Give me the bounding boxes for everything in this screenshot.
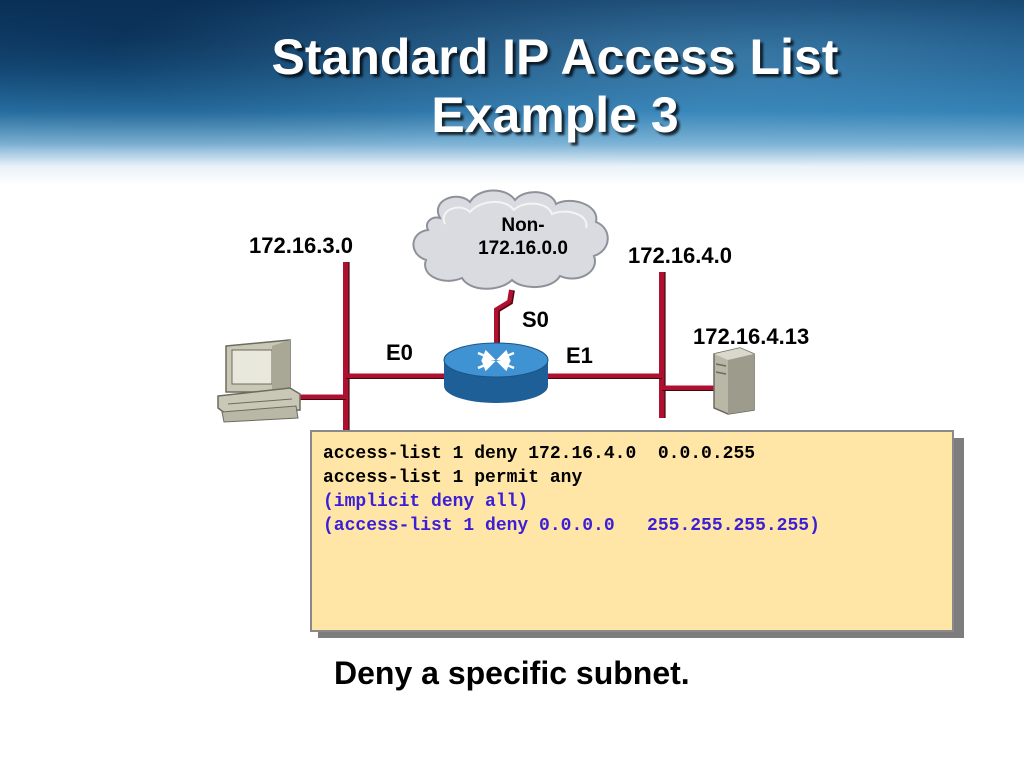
slide-title: Standard IP Access List Example 3 (0, 28, 1024, 144)
acl-config-box: access-list 1 deny 172.16.4.0 0.0.0.255 … (310, 430, 954, 632)
e1-interface-label: E1 (566, 343, 593, 368)
left-network-segment (343, 262, 350, 432)
title-banner (0, 0, 1024, 185)
left-network-label: 172.16.3.0 (249, 233, 353, 258)
slide-caption: Deny a specific subnet. (334, 655, 690, 691)
link-e0 (346, 373, 446, 379)
cloud-label-line-1: Non- (501, 215, 545, 236)
link-server (662, 385, 716, 391)
workstation-icon (217, 339, 301, 423)
acl-note: (access-list 1 deny 0.0.0.0 255.255.255.… (323, 516, 820, 536)
cloud-icon (412, 189, 609, 290)
acl-note: (implicit deny all) (323, 492, 529, 512)
router-icon (443, 342, 549, 403)
cloud-label: Non- 172.16.0.0 (463, 214, 583, 260)
host-address-label: 172.16.4.13 (693, 324, 810, 349)
link-e1 (548, 373, 662, 379)
right-network-label: 172.16.4.0 (628, 243, 732, 268)
link-workstation (300, 394, 346, 400)
serial-link (494, 289, 515, 345)
title-line-1: Standard IP Access List (271, 29, 839, 85)
acl-line: access-list 1 permit any (323, 468, 583, 488)
acl-line: access-list 1 deny 172.16.4.0 0.0.0.255 (323, 444, 756, 464)
cloud-label-line-2: 172.16.0.0 (478, 238, 568, 259)
server-icon (713, 347, 755, 415)
title-line-2: Example 3 (431, 87, 679, 143)
right-network-segment (659, 272, 666, 418)
e0-interface-label: E0 (386, 340, 413, 365)
serial-interface-label: S0 (522, 307, 549, 332)
